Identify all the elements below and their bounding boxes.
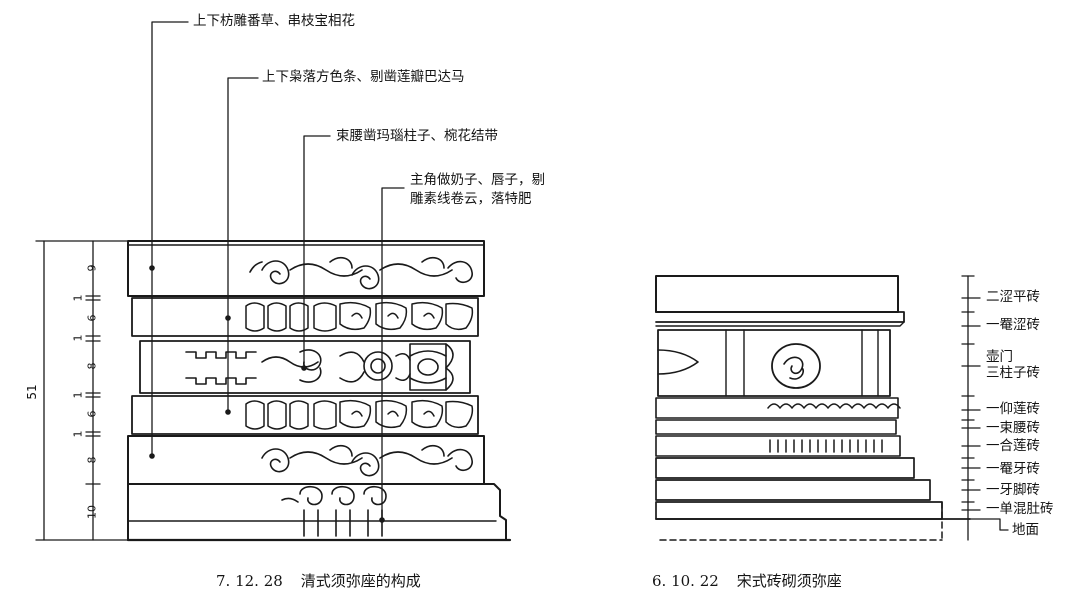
upper-xiao-band (131, 297, 479, 337)
dim-guijiao: 10 (85, 505, 99, 519)
upper-fang-scrolls (249, 256, 473, 290)
lower-fang-band (127, 435, 485, 485)
label-corner-line1: 主角做奶子、唇子，剔 (410, 172, 545, 188)
lower-xiao-band (131, 395, 479, 435)
label-kunmen: 壶门 (986, 349, 1013, 365)
lower-lotus-petals (245, 399, 474, 430)
waist-band (139, 340, 471, 394)
dim-upper-fang: 9 (85, 264, 99, 272)
dim-gap-4: 1 (71, 430, 85, 438)
qing-base-drawing (35, 21, 512, 542)
shuyao-layer (655, 419, 897, 435)
label-shuyao: 一束腰砖 (986, 420, 1040, 436)
dim-lower-fang: 8 (85, 456, 99, 464)
label-ersping: 二涩平砖 (986, 289, 1040, 305)
lower-fang-scrolls (261, 444, 473, 477)
yanya-layer (655, 457, 915, 479)
label-yajiao: 一牙脚砖 (986, 482, 1040, 498)
leader-lines (151, 21, 405, 521)
upper-fang-band (127, 240, 485, 297)
waist-ornament (185, 349, 411, 385)
kunmen-layer (657, 329, 891, 397)
label-waist-column: 束腰凿玛瑙柱子、椀花结带 (336, 128, 498, 144)
agate-column (409, 343, 454, 391)
caption-right: 6. 10. 22 宋式砖砌须弥座 (652, 570, 842, 591)
leader-dots (149, 265, 385, 523)
upper-lotus-petals (245, 301, 474, 332)
kunmen-medallion (771, 343, 821, 389)
left-dimension-line (35, 240, 129, 541)
dim-upper-xiao: 6 (85, 314, 99, 322)
yanglian-layer (655, 397, 899, 419)
caption-left-number: 7. 12. 28 (216, 572, 283, 590)
dim-waist: 8 (85, 362, 99, 370)
ersping-layer (655, 275, 899, 313)
label-ground: 地面 (1012, 522, 1039, 538)
yajiao-layer (655, 479, 931, 501)
dim-gap-2: 1 (71, 334, 85, 342)
label-xiao-lotus: 上下枭落方色条、剔凿莲瓣巴达马 (262, 69, 465, 85)
foot-scrolls (281, 485, 387, 537)
label-helian: 一合莲砖 (986, 438, 1040, 454)
caption-right-number: 6. 10. 22 (652, 572, 719, 590)
label-corner-line2: 雕素线卷云，落特肥 (410, 191, 532, 207)
dim-total: 51 (25, 384, 39, 400)
label-yanya: 一罨牙砖 (986, 461, 1040, 477)
label-yanglian: 一仰莲砖 (986, 401, 1040, 417)
right-dimension-line (961, 275, 1009, 541)
label-hundu: 一单混肚砖 (986, 501, 1054, 517)
song-base-drawing (655, 275, 1009, 541)
dim-lower-xiao: 6 (85, 410, 99, 418)
hundu-layer (655, 501, 943, 520)
label-yanse: 一罨涩砖 (986, 317, 1040, 333)
label-zhuzi: 三柱子砖 (986, 365, 1040, 381)
helian-layer (655, 435, 901, 457)
guijiao-foot (127, 483, 507, 541)
caption-left-title: 清式须弥座的构成 (300, 572, 421, 590)
caption-right-title: 宋式砖砌须弥座 (736, 572, 842, 590)
label-fang-carving: 上下枋雕番草、串枝宝相花 (193, 13, 355, 29)
dim-gap-3: 1 (71, 391, 85, 399)
dim-gap-1: 1 (71, 294, 85, 302)
caption-left: 7. 12. 28 清式须弥座的构成 (216, 570, 421, 591)
